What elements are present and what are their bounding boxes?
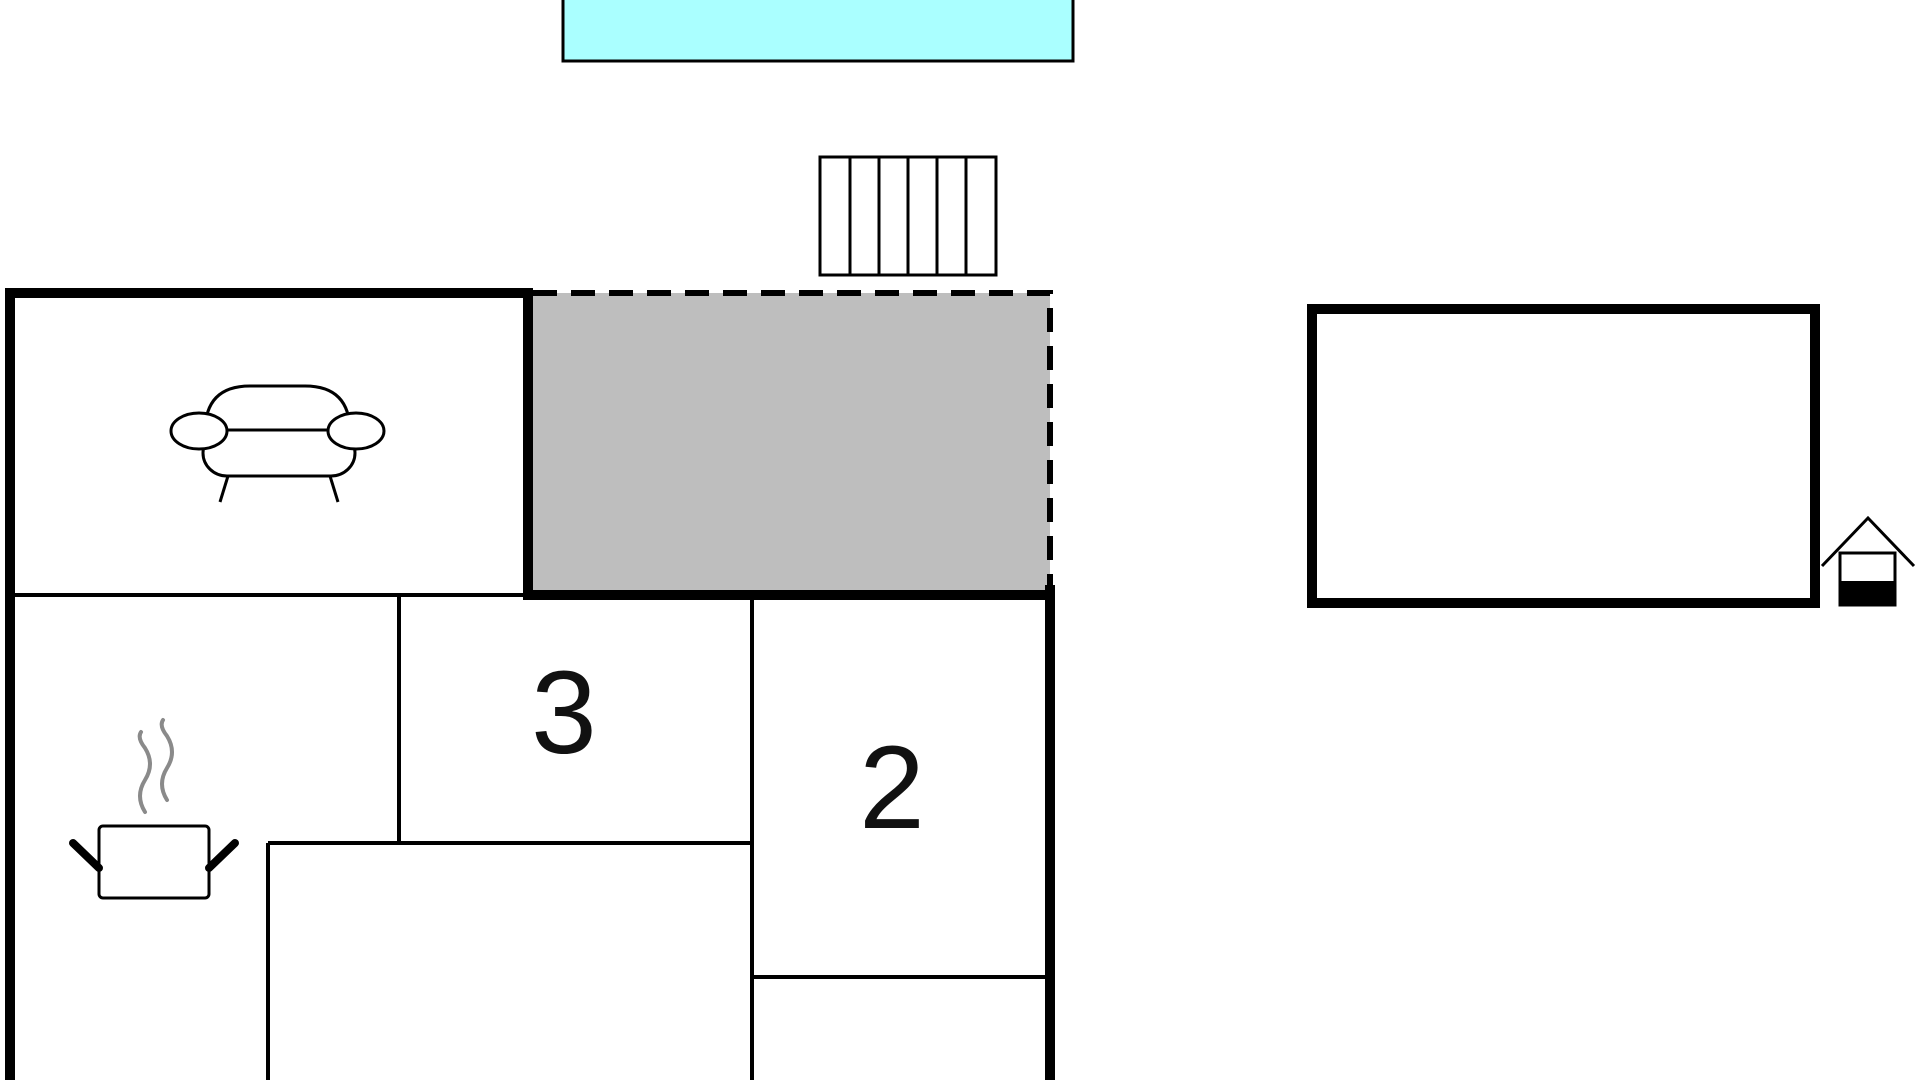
deck-stairs-icon bbox=[818, 155, 998, 277]
bedroom-3-label: 3 bbox=[531, 647, 597, 779]
sofa-icon bbox=[169, 384, 386, 503]
bedroom-2-label: 2 bbox=[859, 722, 925, 854]
annex-building bbox=[1307, 304, 1820, 608]
pool bbox=[561, 0, 1075, 63]
covered-terrace bbox=[533, 293, 1050, 590]
terrace-dashed-edge bbox=[533, 290, 1053, 590]
well-icon bbox=[1820, 515, 1916, 607]
cooking-pot-icon bbox=[69, 718, 239, 900]
exterior-walls bbox=[5, 288, 1055, 1080]
interior-walls bbox=[10, 593, 1046, 1080]
